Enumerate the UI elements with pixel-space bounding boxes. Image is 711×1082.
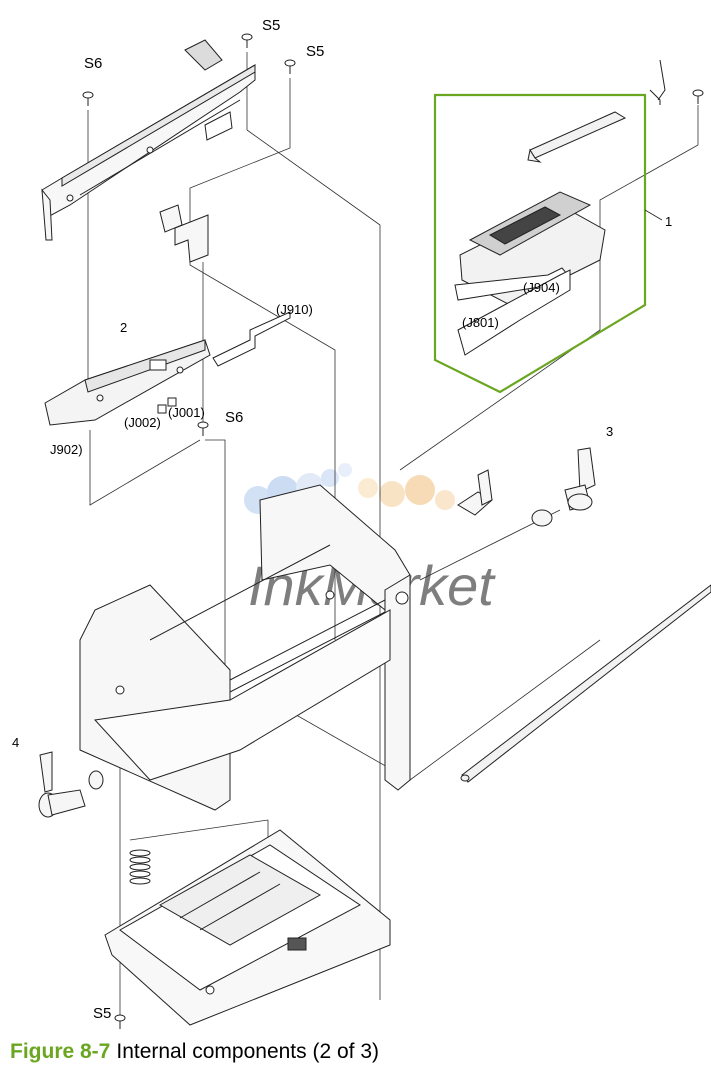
main-chassis bbox=[79, 484, 411, 811]
screw-s6-mid bbox=[197, 421, 209, 436]
connector-label-j910: (J910) bbox=[276, 302, 313, 317]
callout-number-4: 4 bbox=[12, 735, 19, 750]
screw-s5-bottom bbox=[114, 1014, 126, 1029]
lever-part-4 bbox=[38, 751, 104, 818]
figure-title: Internal components (2 of 3) bbox=[116, 1040, 380, 1063]
screw-s6-top bbox=[82, 91, 94, 106]
part-1-assembly bbox=[454, 59, 666, 356]
callout-leader-1 bbox=[644, 209, 663, 221]
callout-frame-part-1 bbox=[433, 93, 647, 394]
exploded-parts-diagram: InkMarket bbox=[12, 17, 711, 1029]
shaft-rod bbox=[460, 584, 711, 783]
bottom-tray-assembly bbox=[104, 829, 391, 1026]
screw-s5-top bbox=[241, 33, 253, 48]
spring bbox=[129, 849, 151, 885]
label-s6-top: S6 bbox=[84, 55, 102, 72]
connector-label-j001: (J001) bbox=[168, 405, 205, 420]
figure-number: Figure 8-7 bbox=[10, 1040, 111, 1063]
screw-part-1 bbox=[692, 89, 704, 104]
label-s5-top: S5 bbox=[262, 17, 280, 34]
pcb-part-2 bbox=[44, 339, 211, 426]
cable-j910 bbox=[212, 311, 291, 367]
connector-label-j002: (J002) bbox=[124, 415, 161, 430]
connector-label-j902: J902) bbox=[50, 442, 83, 457]
callout-number-1: 1 bbox=[665, 214, 672, 229]
label-s5-top2: S5 bbox=[306, 43, 324, 60]
screw-s5-top2 bbox=[284, 59, 296, 74]
leader-lines bbox=[87, 52, 699, 1020]
lever-part-3 bbox=[531, 447, 596, 527]
label-s5-bottom: S5 bbox=[93, 1005, 111, 1022]
l-bracket bbox=[159, 204, 209, 263]
callout-number-2: 2 bbox=[120, 320, 127, 335]
top-bracket-assembly bbox=[41, 39, 256, 241]
label-s6-mid: S6 bbox=[225, 409, 243, 426]
connector-label-j801: (J801) bbox=[462, 315, 499, 330]
callout-number-3: 3 bbox=[606, 424, 613, 439]
connector-label-j904: (J904) bbox=[523, 280, 560, 295]
small-bracket bbox=[457, 469, 493, 516]
